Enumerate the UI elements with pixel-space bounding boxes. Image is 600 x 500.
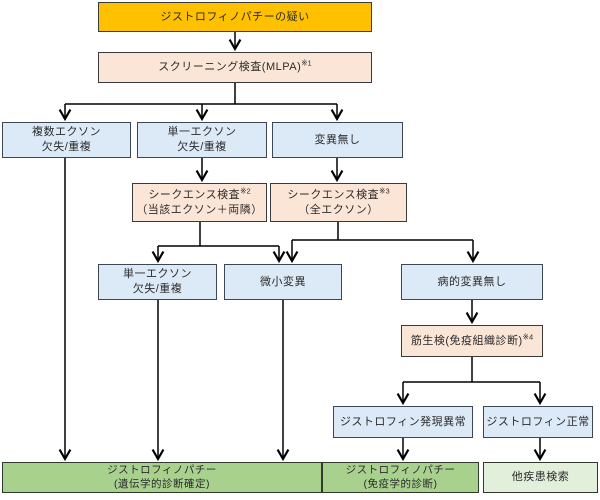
node-suspicion-label: ジストロフィノパチーの疑い (160, 10, 310, 23)
node-dystrophinopathy-immunological-diagnosis: ジストロフィノパチー (免疫学的診断) (322, 462, 479, 493)
node-dystrophin-normal: ジストロフィン正常 (483, 406, 593, 438)
node-suspicion: ジストロフィノパチーの疑い (98, 2, 372, 32)
node-multi-exon-deldup: 複数エクソン 欠失/重複 (2, 122, 131, 158)
node-no-pathogenic-mutation: 病的変異無し (401, 264, 543, 300)
node-muscle-biopsy: 筋生検(免疫組織診断)※4 (401, 325, 543, 357)
footnote-ref-3: ※3 (379, 186, 390, 196)
node-dystrophin-abnormal: ジストロフィン発現異常 (333, 406, 473, 438)
node-no-mutation: 変異無し (272, 122, 403, 158)
node-mlpa-screening: スクリーニング検査(MLPA)※1 (98, 52, 372, 83)
node-single-exon-deldup: 単一エクソン 欠失/重複 (137, 122, 267, 158)
node-sequence-test-3: シークエンス検査※3 （全エクソン） (270, 183, 407, 222)
node-single-exon-deldup-2: 単一エクソン 欠失/重複 (98, 264, 217, 300)
node-sequence-test-2: シークエンス検査※2 （当該エクソン＋両隣） (132, 183, 267, 222)
node-mlpa-label: スクリーニング検査(MLPA) (158, 61, 302, 74)
node-search-other-disease: 他疾患検索 (483, 462, 598, 493)
footnote-ref-2: ※2 (240, 186, 251, 196)
footnote-ref-1: ※1 (301, 58, 312, 68)
node-small-mutation: 微小変異 (224, 264, 342, 300)
footnote-ref-4: ※4 (522, 332, 534, 342)
node-dystrophinopathy-genetic-diagnosis: ジストロフィノパチー (遺伝学的診断確定) (2, 462, 322, 493)
